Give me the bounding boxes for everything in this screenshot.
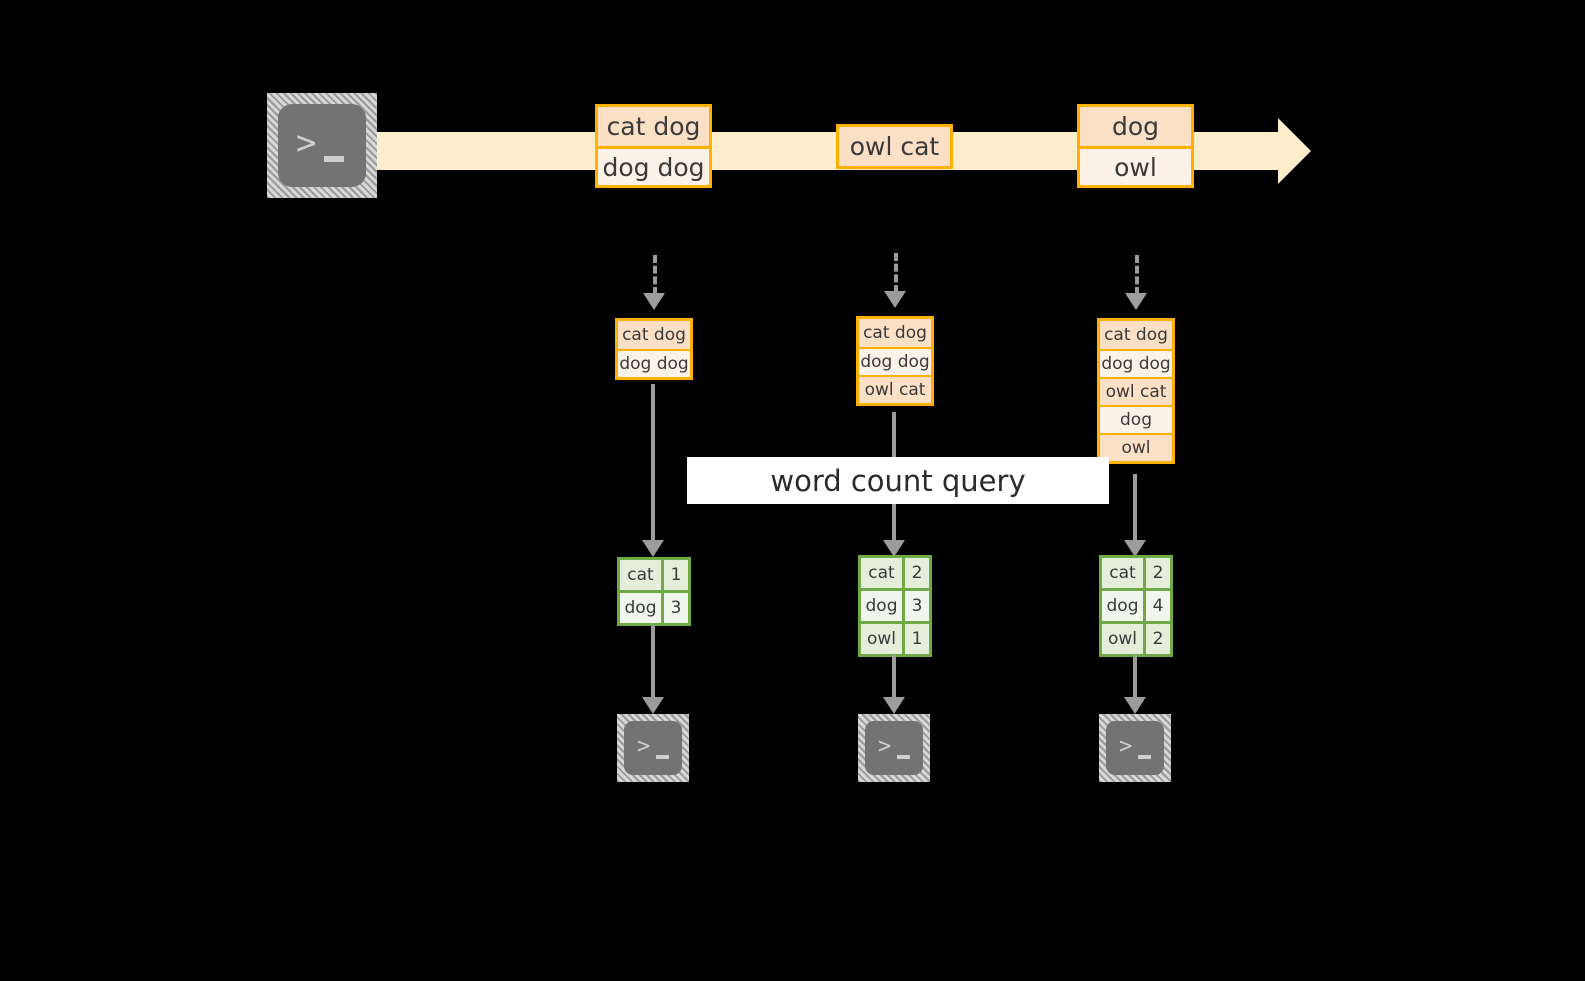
- arrow-down-icon: [1124, 697, 1146, 714]
- result-key: dog: [861, 591, 905, 621]
- result-key: owl: [861, 624, 905, 654]
- result-value: 3: [911, 596, 923, 616]
- arrow-down-icon: [883, 540, 905, 557]
- event-line: owl cat: [1100, 377, 1172, 405]
- event-line: dog dog: [859, 347, 931, 375]
- table-row: owl 2: [1102, 621, 1170, 654]
- query-connector-3: [1133, 474, 1137, 544]
- event-line: dog dog: [618, 349, 690, 377]
- terminal-body: >: [624, 721, 682, 775]
- table-row: dog 4: [1102, 588, 1170, 621]
- result-key: cat: [861, 558, 905, 588]
- table-row: cat 2: [861, 558, 929, 588]
- event-line: cat dog: [618, 321, 690, 349]
- cursor-icon: [656, 755, 669, 759]
- result-value: 2: [1146, 558, 1170, 588]
- arrow-down-icon: [1124, 540, 1146, 557]
- cursor-icon: [897, 755, 910, 759]
- sink-terminal-icon-3: >: [1099, 714, 1171, 782]
- stream-to-snapshot-connector-2: [894, 253, 898, 293]
- result-table-3[interactable]: cat 2 dog 4 owl 2: [1099, 555, 1173, 657]
- cursor-icon: [1138, 755, 1151, 759]
- event-line: dog: [1100, 405, 1172, 433]
- event-line: dog: [1080, 107, 1191, 146]
- event-line: owl cat: [859, 375, 931, 403]
- stream-event-2[interactable]: owl cat: [836, 124, 953, 169]
- arrow-down-icon: [884, 291, 906, 308]
- query-banner-label: word count query: [770, 463, 1026, 498]
- source-terminal-icon: >: [267, 93, 377, 198]
- table-row: dog 3: [861, 588, 929, 621]
- stream-event-3[interactable]: dog owl: [1077, 104, 1194, 188]
- event-line: owl: [1080, 146, 1191, 185]
- result-value: 2: [1146, 624, 1170, 654]
- table-row: owl 1: [861, 621, 929, 654]
- arrow-down-icon: [642, 697, 664, 714]
- table-row: cat 2: [1102, 558, 1170, 588]
- result-to-sink-connector-3: [1133, 655, 1137, 700]
- sink-terminal-icon-1: >: [617, 714, 689, 782]
- event-line: owl: [1100, 433, 1172, 461]
- event-line: dog dog: [1100, 349, 1172, 377]
- prompt-chevron-icon: >: [1119, 734, 1133, 759]
- stream-to-snapshot-connector-3: [1135, 255, 1139, 295]
- query-connector-1: [651, 384, 655, 544]
- event-line: cat dog: [598, 107, 709, 146]
- event-line: cat dog: [1100, 321, 1172, 349]
- terminal-body: >: [1106, 721, 1164, 775]
- arrow-down-icon: [643, 293, 665, 310]
- result-value: 1: [905, 624, 929, 654]
- result-key: cat: [620, 560, 664, 590]
- event-line: owl cat: [839, 127, 950, 166]
- snapshot-accumulated-2[interactable]: cat dog dog dog owl cat: [856, 316, 934, 406]
- stream-to-snapshot-connector-1: [653, 255, 657, 295]
- terminal-body: >: [865, 721, 923, 775]
- terminal-body: >: [278, 104, 366, 187]
- result-key: cat: [1102, 558, 1146, 588]
- cursor-icon: [324, 156, 344, 162]
- prompt-chevron-icon: >: [296, 123, 317, 163]
- table-row: cat 1: [620, 560, 688, 590]
- result-table-2[interactable]: cat 2 dog 3 owl 1: [858, 555, 932, 657]
- result-value: 4: [1152, 596, 1164, 616]
- snapshot-accumulated-3[interactable]: cat dog dog dog owl cat dog owl: [1097, 318, 1175, 464]
- sink-terminal-icon-2: >: [858, 714, 930, 782]
- result-key: owl: [1102, 624, 1146, 654]
- result-to-sink-connector-1: [651, 625, 655, 700]
- result-value: 3: [670, 598, 682, 618]
- result-table-1[interactable]: cat 1 dog 3: [617, 557, 691, 626]
- arrow-down-icon: [1125, 293, 1147, 310]
- event-line: cat dog: [859, 319, 931, 347]
- result-to-sink-connector-2: [892, 655, 896, 700]
- query-banner: word count query: [687, 457, 1109, 504]
- arrow-down-icon: [642, 540, 664, 557]
- snapshot-accumulated-1[interactable]: cat dog dog dog: [615, 318, 693, 380]
- prompt-chevron-icon: >: [878, 734, 892, 759]
- table-row: dog 3: [620, 590, 688, 623]
- event-line: dog dog: [598, 146, 709, 185]
- result-key: dog: [1102, 591, 1146, 621]
- result-key: dog: [620, 593, 664, 623]
- result-value: 1: [664, 560, 688, 590]
- arrow-right-icon: [1278, 118, 1311, 184]
- arrow-down-icon: [883, 697, 905, 714]
- stream-event-1[interactable]: cat dog dog dog: [595, 104, 712, 188]
- prompt-chevron-icon: >: [637, 734, 651, 759]
- result-value: 2: [905, 558, 929, 588]
